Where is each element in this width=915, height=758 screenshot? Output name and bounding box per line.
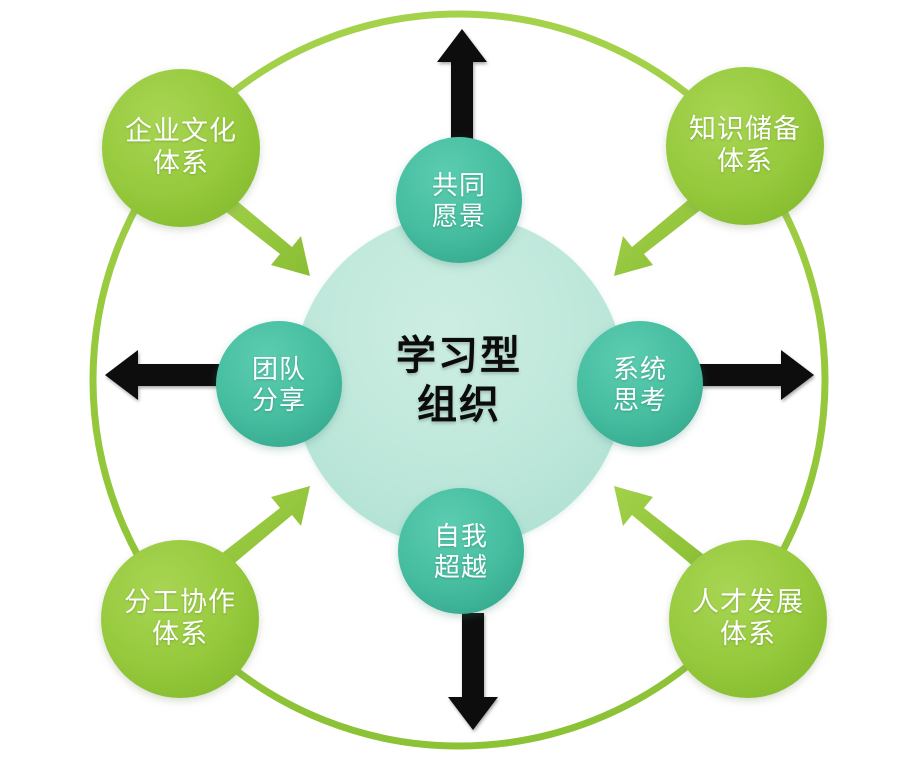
arrow-left [105,350,222,400]
green-arrow-bottom-right-inward [614,486,712,572]
inner-node-systems-thinking[interactable] [577,321,703,447]
inner-node-shared-vision[interactable] [396,137,522,263]
outer-ring [89,10,829,750]
center-circle-backdrop [293,215,625,547]
outer-node-knowledge-reserve-system[interactable] [666,67,824,225]
inner-node-self-mastery[interactable] [398,488,524,614]
arrow-up [437,29,487,146]
green-arrow-bottom-left-inward [212,486,310,572]
outer-node-corporate-culture-system[interactable] [102,69,260,227]
green-arrow-top-right-inward [614,190,712,276]
green-arrow-top-left-inward [212,190,310,276]
outer-node-division-cooperation-system[interactable] [101,540,259,698]
inner-node-team-sharing[interactable] [216,321,342,447]
outer-node-talent-development-system[interactable] [669,540,827,698]
arrow-down [448,613,498,730]
arrow-right [697,350,814,400]
